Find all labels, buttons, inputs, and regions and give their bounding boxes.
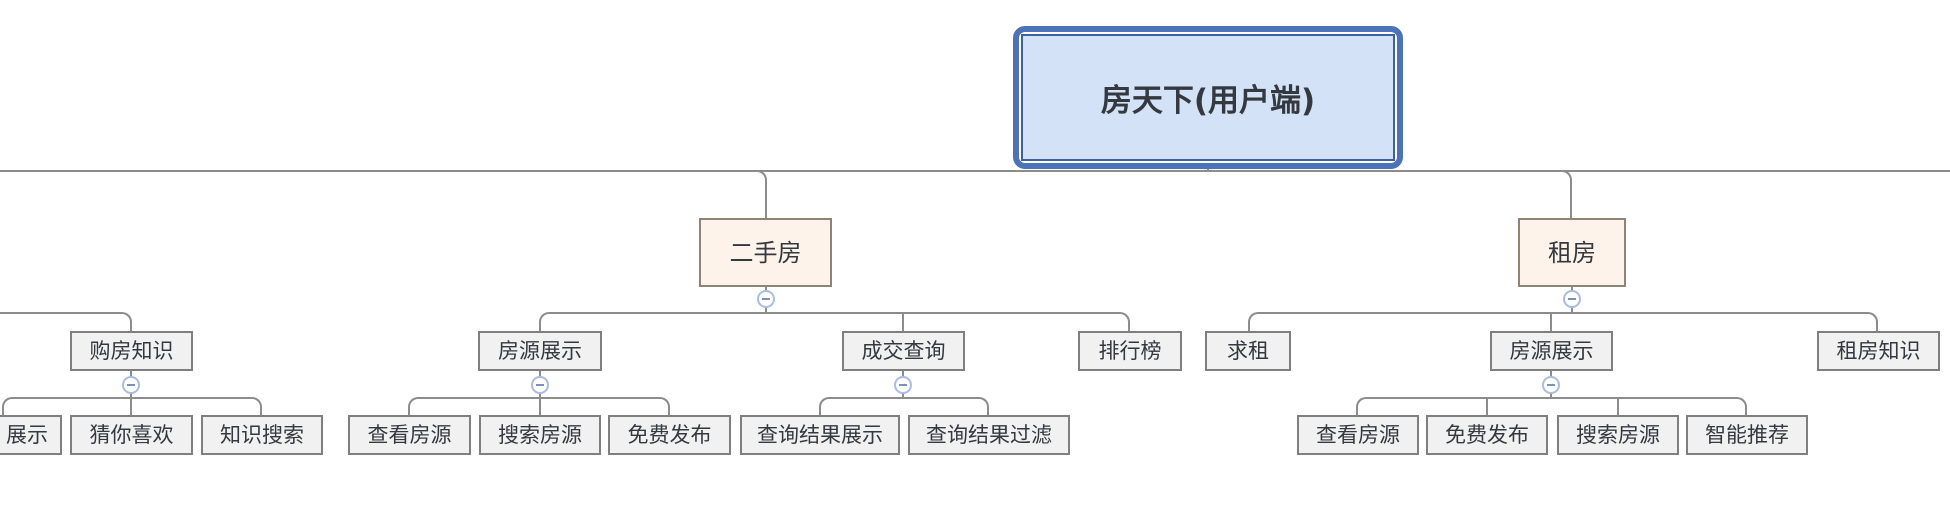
connector-drop [260,407,262,416]
node-fangtianxia-root[interactable]: 房天下(用户端) [1013,26,1403,169]
node-listing-display-esf[interactable]: 房源展示 [478,331,602,371]
node-rent-knowledge[interactable]: 租房知识 [1817,331,1940,371]
node-second-hand-house[interactable]: 二手房 [699,218,832,287]
connector-corner [250,397,262,409]
collapse-toggle-listing-display-esf[interactable] [531,376,549,394]
node-listing-display-rent[interactable]: 房源展示 [1490,331,1613,371]
connector-corner [1248,312,1260,324]
connector-rail-rent [1258,312,1868,314]
node-view-listings-esf[interactable]: 查看房源 [348,415,471,455]
node-deal-query[interactable]: 成交查询 [842,331,965,371]
collapse-toggle-deal-query[interactable] [894,376,912,394]
connector-drop [1745,407,1747,416]
collapse-toggle-purchase-knowledge[interactable] [122,376,140,394]
node-purchase-knowledge[interactable]: 购房知识 [70,331,193,371]
collapse-toggle-second-hand[interactable] [757,290,775,308]
node-query-result-filter[interactable]: 查询结果过滤 [908,415,1070,455]
minus-icon [536,384,544,386]
minus-icon [1547,384,1555,386]
connector-drop [408,407,410,416]
node-free-publish-rent[interactable]: 免费发布 [1426,415,1548,455]
connector-rail-purchase-knowledge [12,397,252,399]
connector-drop [1248,322,1250,331]
connector-rail-deal-query [829,397,979,399]
connector-corner [1735,397,1747,409]
minus-icon [762,298,770,300]
connector-drop [2,407,4,416]
connector-drop [1486,398,1488,416]
collapse-toggle-rent[interactable] [1563,290,1581,308]
minus-icon [127,384,135,386]
connector-drop [539,322,541,331]
connector-corner [1560,170,1572,182]
connector-drop [130,322,132,331]
connector-drop [902,313,904,331]
node-smart-recommend[interactable]: 智能推荐 [1686,415,1808,455]
node-rent-house[interactable]: 租房 [1518,218,1626,287]
connector-drop [668,407,670,416]
connector-drop [987,407,989,416]
node-seek-rent[interactable]: 求租 [1205,331,1291,371]
connector-corner [539,312,551,324]
connector-rail-listing-display-rent [1366,397,1737,399]
minus-icon [1568,298,1576,300]
connector-corner [755,170,767,182]
node-view-listings-rent[interactable]: 查看房源 [1297,415,1419,455]
node-free-publish-esf[interactable]: 免费发布 [608,415,731,455]
connector-drop [130,398,132,416]
connector-drop [539,398,541,416]
connector-rail-second-hand [549,312,1120,314]
connector-corner [1118,312,1130,324]
connector-drop [1356,407,1358,416]
node-query-result-display[interactable]: 查询结果展示 [740,415,900,455]
connector-drop [1617,398,1619,416]
node-search-listings-esf[interactable]: 搜索房源 [479,415,601,455]
connector-corner [2,397,14,409]
connector-corner [819,397,831,409]
connector-drop [1550,313,1552,331]
collapse-toggle-listing-display-rent[interactable] [1542,376,1560,394]
connector-corner [408,397,420,409]
root-node-label: 房天下(用户端) [1021,34,1395,161]
connector-corner [1356,397,1368,409]
connector-drop [1876,322,1878,331]
connector-corner [658,397,670,409]
connector-drop-second-hand [765,180,767,218]
connector-rail-left-partial [0,312,122,314]
connector-corner [120,312,132,324]
connector-drop [1128,322,1130,331]
node-ranking[interactable]: 排行榜 [1078,331,1182,371]
connector-corner [977,397,989,409]
node-knowledge-search[interactable]: 知识搜索 [201,415,323,455]
node-guess-you-like[interactable]: 猜你喜欢 [70,415,193,455]
connector-main-rail [0,170,1950,172]
node-search-listings-rent[interactable]: 搜索房源 [1557,415,1679,455]
connector-corner [1866,312,1878,324]
connector-drop [819,407,821,416]
node-display-truncated[interactable]: 展示 [0,415,62,455]
minus-icon [899,384,907,386]
connector-drop-rent [1570,180,1572,219]
